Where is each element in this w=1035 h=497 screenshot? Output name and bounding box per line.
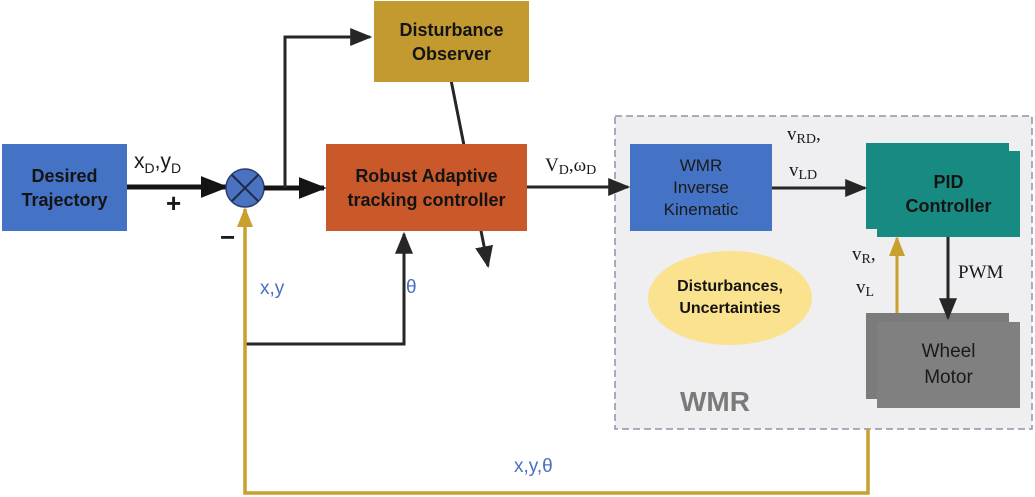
summing-junction-icon bbox=[225, 168, 265, 208]
disturbances-label: Disturbances, Uncertainties bbox=[648, 251, 812, 345]
disturbance-observer-line2: Observer bbox=[411, 43, 492, 64]
plus-sign: + bbox=[166, 188, 182, 218]
wmr-region-label: WMR bbox=[680, 386, 750, 417]
pwm-label: PWM bbox=[958, 262, 1004, 283]
controller-block[interactable]: Robust Adaptive tracking controller bbox=[326, 144, 527, 231]
pid-controller-block[interactable]: PID Controller bbox=[877, 151, 1020, 237]
inverse-kinematic-block[interactable]: WMR Inverse Kinematic bbox=[630, 144, 772, 231]
outer-feedback-loop bbox=[237, 207, 870, 495]
inverse-kinematic-line1: WMR bbox=[679, 155, 723, 175]
feedback-xy-label: x,y bbox=[260, 278, 285, 299]
controller-line2: tracking controller bbox=[347, 189, 506, 210]
wheel-ref-right-label: vRD, bbox=[787, 124, 821, 147]
disturbances-line1: Disturbances, bbox=[677, 278, 783, 295]
feedback-theta-label: θ bbox=[406, 277, 417, 298]
disturbance-observer-line1: Disturbance bbox=[399, 19, 504, 40]
desired-trajectory-line2: Trajectory bbox=[21, 189, 108, 210]
feedback-xytheta-label: x,y,θ bbox=[514, 456, 553, 477]
disturbances-line2: Uncertainties bbox=[679, 300, 781, 317]
theta-feedback-arrow bbox=[245, 231, 413, 346]
desired-trajectory-line1: Desired bbox=[31, 165, 98, 186]
disturbance-observer-block[interactable]: Disturbance Observer bbox=[374, 1, 529, 82]
wheel-motor-block[interactable]: Wheel Motor bbox=[877, 322, 1020, 408]
wheel-fb-left-label: vL bbox=[856, 277, 875, 300]
controller-line1: Robust Adaptive bbox=[355, 165, 498, 186]
sum-to-observer-arrow bbox=[283, 28, 373, 188]
wheel-fb-right-label: vR, bbox=[852, 244, 876, 267]
motor-block-front bbox=[877, 322, 1020, 408]
disturbances-ellipse bbox=[648, 251, 812, 345]
motor-line1: Wheel bbox=[921, 341, 976, 362]
minus-sign: − bbox=[220, 222, 236, 252]
wheel-ref-left-label: vLD bbox=[789, 160, 818, 183]
pid-line2: Controller bbox=[905, 196, 992, 216]
motor-line2: Motor bbox=[924, 367, 973, 388]
controller-output-label: VD,ωD bbox=[545, 155, 597, 178]
desired-xy-label: xD,yD bbox=[134, 150, 182, 177]
pid-block-front bbox=[877, 151, 1020, 237]
inverse-kinematic-line2: Inverse bbox=[673, 177, 729, 197]
inverse-kinematic-line3: Kinematic bbox=[663, 199, 739, 219]
pid-line1: PID bbox=[933, 172, 964, 192]
desired-trajectory-block[interactable]: Desired Trajectory bbox=[2, 144, 127, 231]
